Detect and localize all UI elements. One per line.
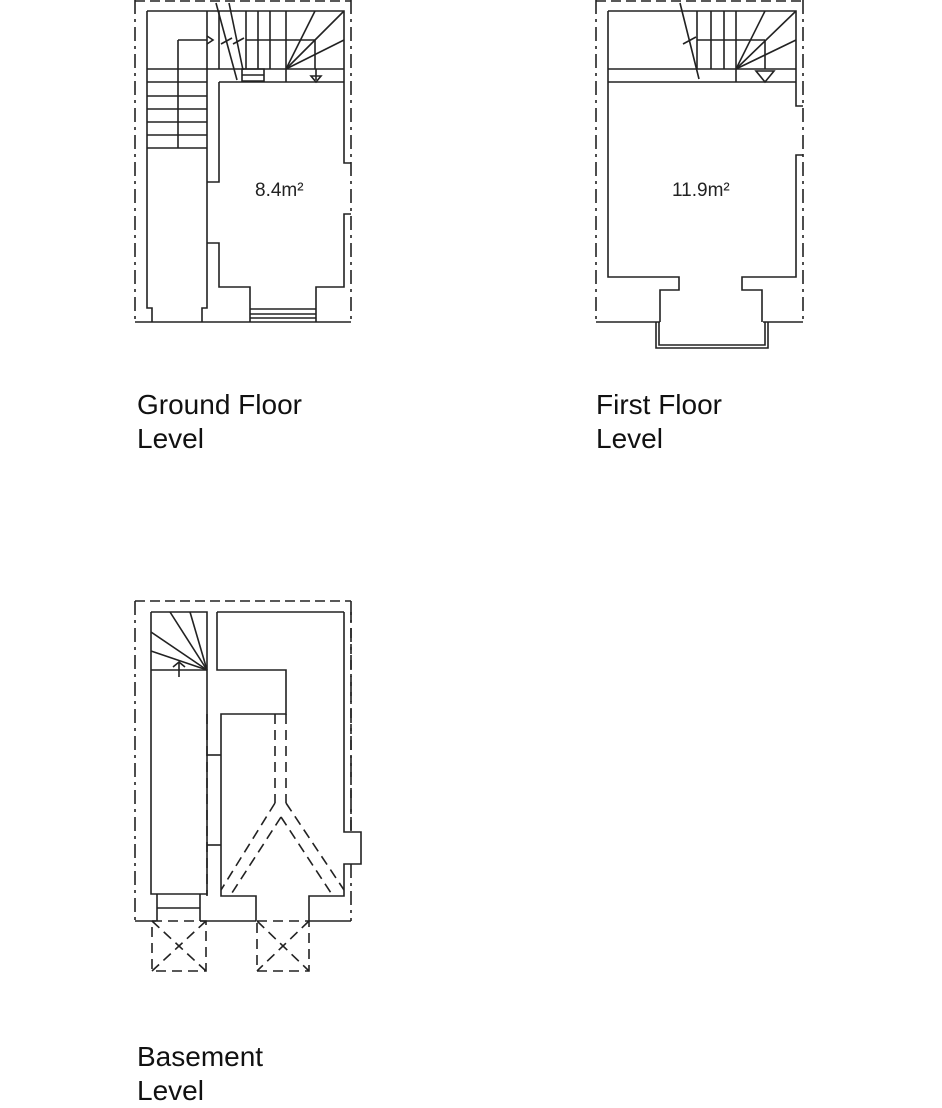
first-floor-label-line1: First Floor <box>596 389 722 420</box>
ground-floor-area: 8.4m² <box>255 180 304 201</box>
first-floor-label: First Floor Level <box>596 388 722 456</box>
ground-floor-label-line2: Level <box>137 423 204 454</box>
basement-label-line2: Level <box>137 1075 204 1106</box>
basement-label: Basement Level <box>137 1040 263 1108</box>
first-floor-plan: 11.9m² <box>596 0 803 348</box>
first-floor-area: 11.9m² <box>672 180 730 201</box>
ground-floor-plan: 8.4m² <box>135 0 351 322</box>
ground-floor-label-line1: Ground Floor <box>137 389 302 420</box>
first-floor-label-line2: Level <box>596 423 663 454</box>
basement-plan <box>135 601 361 971</box>
floor-plans-drawing: 8.4m² <box>0 0 942 1080</box>
basement-label-line1: Basement <box>137 1041 264 1072</box>
ground-floor-label: Ground Floor Level <box>137 388 302 456</box>
